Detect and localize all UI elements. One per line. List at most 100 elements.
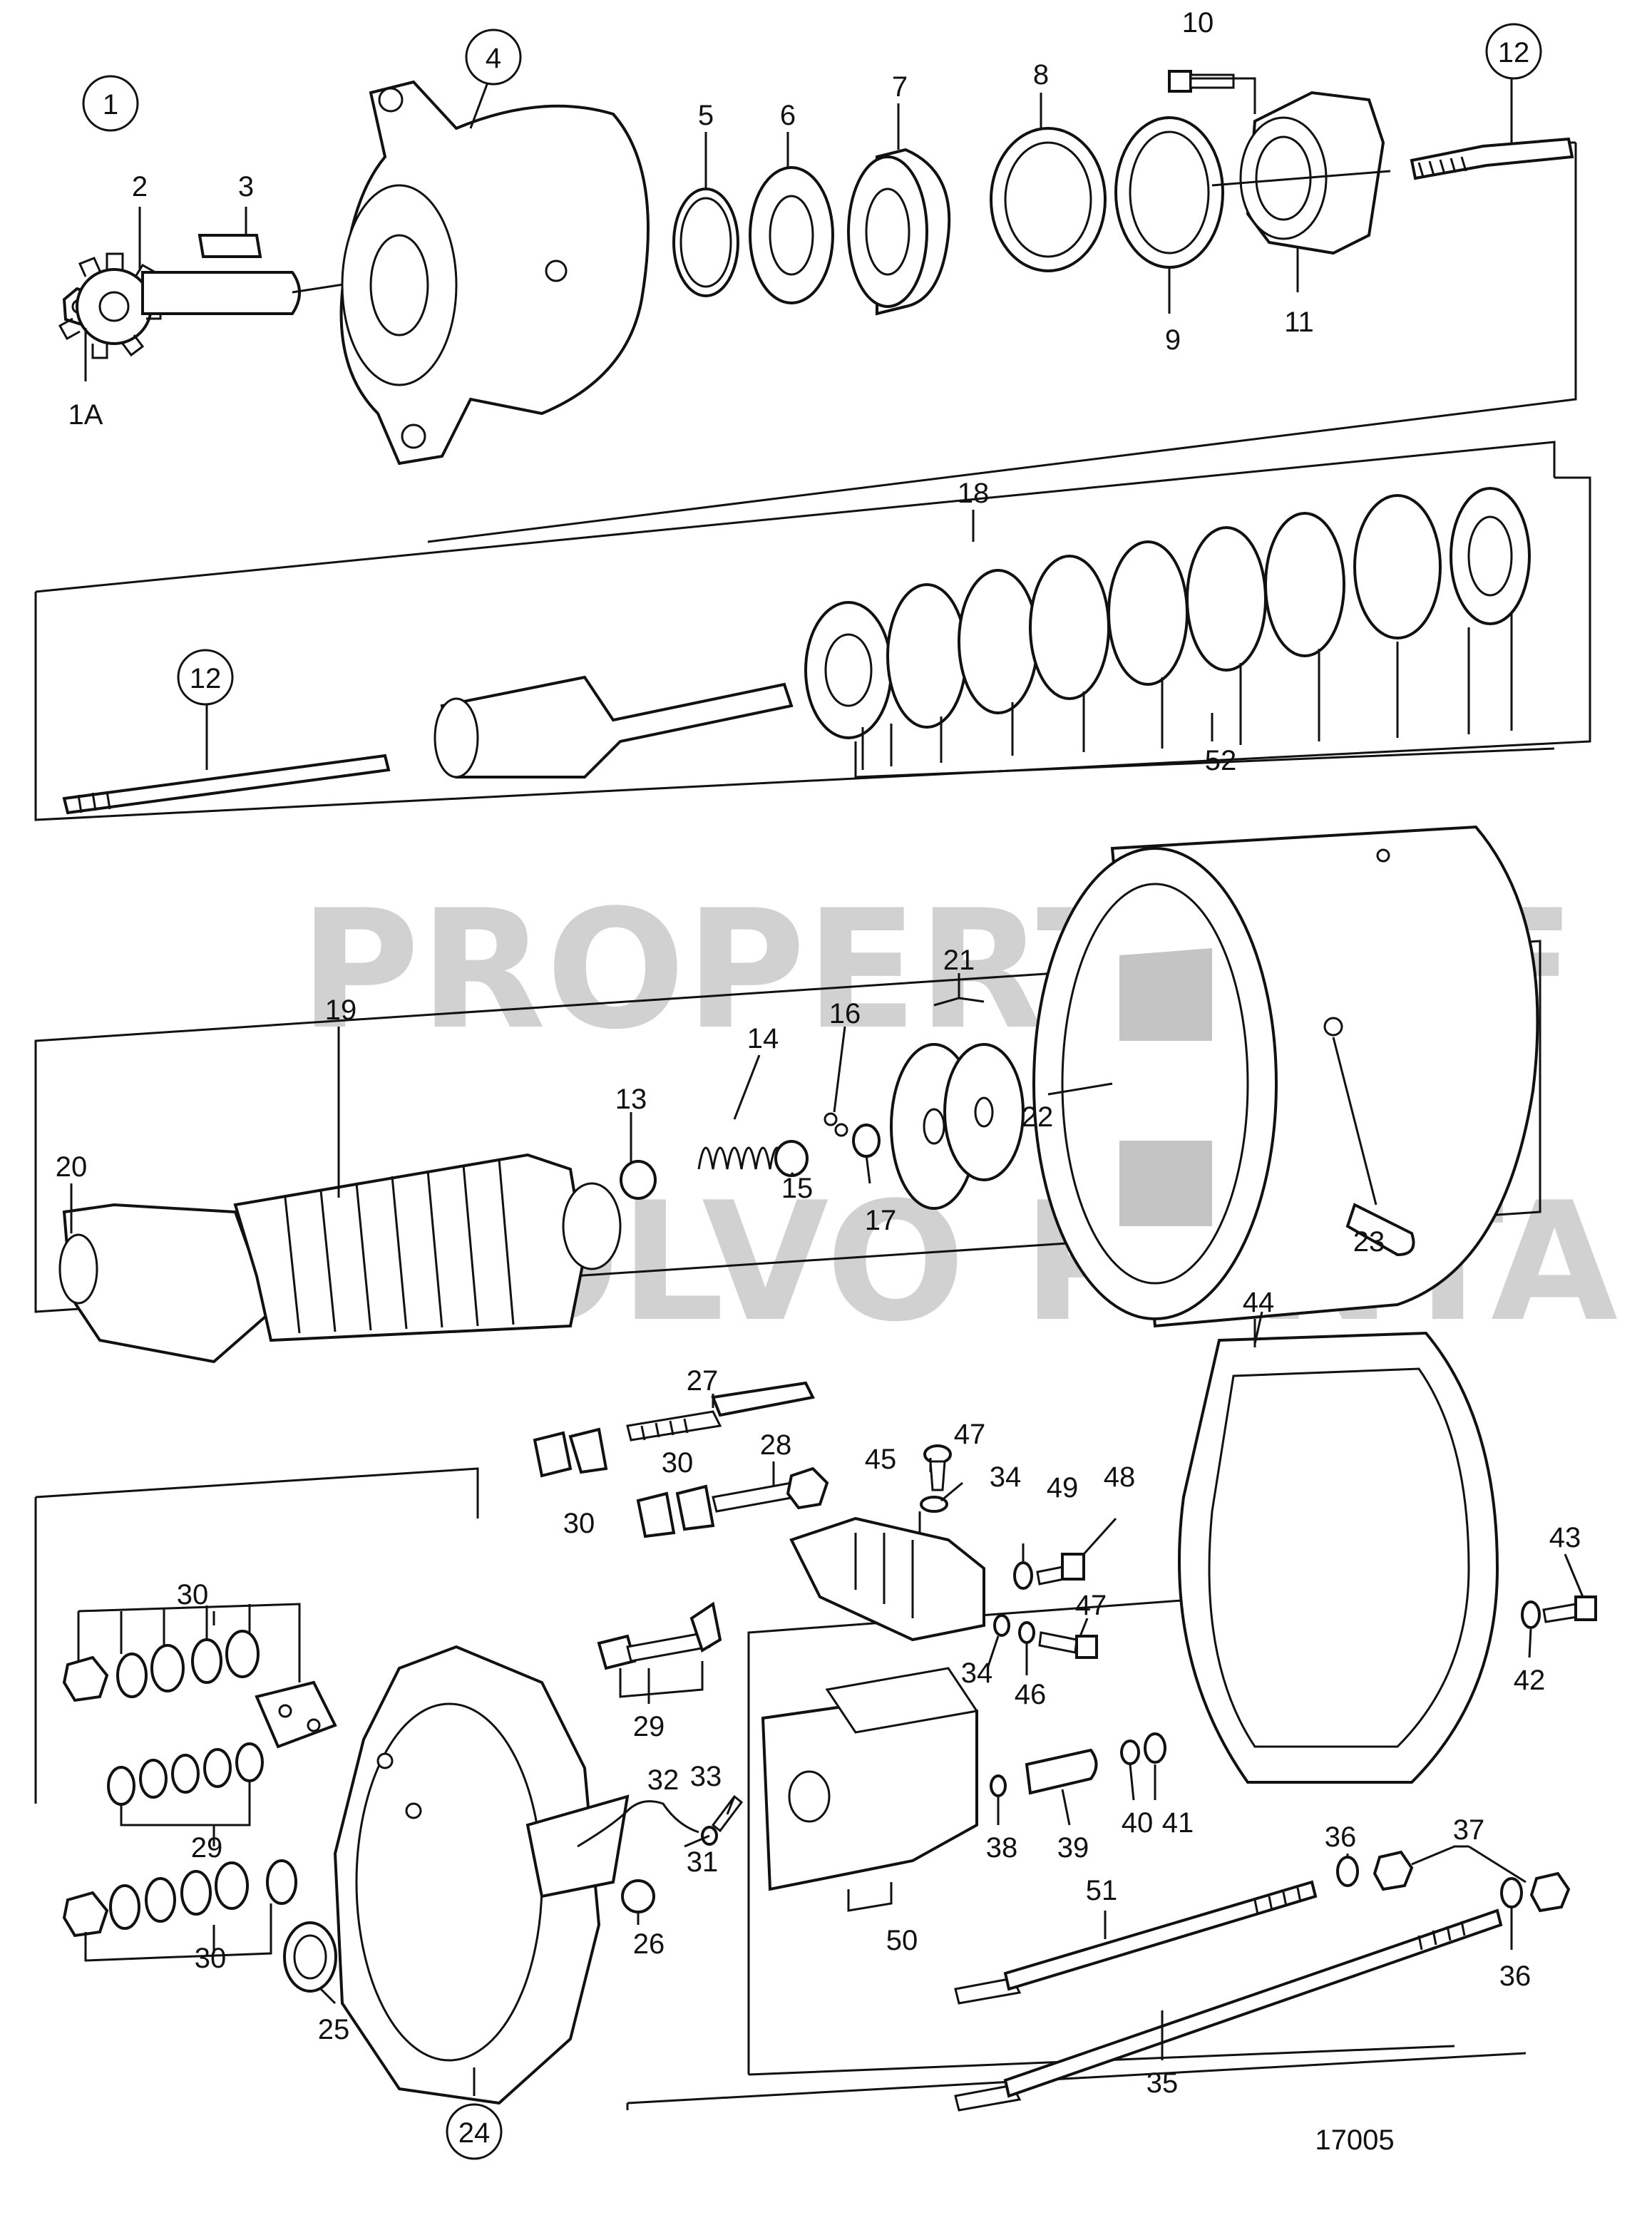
callout-12-lower: 12 xyxy=(177,649,234,706)
callout-6-label: 6 xyxy=(780,100,796,131)
flange-bearing-11 xyxy=(1239,91,1385,255)
callout-5-label: 5 xyxy=(698,100,714,131)
field-housing-22 xyxy=(1032,825,1539,1328)
callout-28-label: 28 xyxy=(760,1429,792,1461)
callout-30-upper-stack-label: 30 xyxy=(177,1579,209,1610)
callout-12-top: 12 xyxy=(1485,23,1542,80)
section-armature xyxy=(34,825,1541,1364)
washer-49 xyxy=(1013,1561,1033,1590)
callout-30-clip-right-label: 30 xyxy=(662,1447,694,1479)
callout-22-label: 22 xyxy=(1022,1101,1054,1133)
screw-47-lower xyxy=(1038,1631,1098,1659)
ring-17 xyxy=(852,1124,881,1158)
washer-41 xyxy=(1144,1732,1166,1764)
callout-35-label: 35 xyxy=(1146,2067,1179,2099)
callout-8-label: 8 xyxy=(1033,59,1049,91)
commutator-20 xyxy=(58,1203,273,1364)
callout-43-label: 43 xyxy=(1549,1522,1581,1553)
callout-41-label: 41 xyxy=(1162,1807,1194,1839)
terminal-plate xyxy=(255,1680,337,1749)
key-3 xyxy=(197,234,262,258)
gear-sleeve xyxy=(433,675,794,778)
nut-washer-stack-30-lower xyxy=(62,1859,297,1938)
callout-42-label: 42 xyxy=(1514,1665,1546,1696)
callout-24: 24 xyxy=(446,2103,503,2160)
washer-46 xyxy=(1018,1621,1035,1644)
callout-30-lower-stack-label: 30 xyxy=(195,1943,227,1974)
callout-4: 4 xyxy=(465,29,522,86)
callout-31-label: 31 xyxy=(687,1846,719,1878)
callout-29-upper-label: 29 xyxy=(633,1711,665,1742)
section-drive-end xyxy=(58,70,1577,543)
insulator-26 xyxy=(621,1879,655,1913)
tie-rod-51 xyxy=(954,1880,1318,2005)
callout-36-upper-label: 36 xyxy=(1325,1821,1357,1853)
relay-45 xyxy=(789,1516,985,1642)
terminal-clips-30 xyxy=(533,1427,715,1538)
callout-51-label: 51 xyxy=(1086,1875,1118,1906)
planetary-gear-stack-18 xyxy=(804,487,1531,739)
callout-39-label: 39 xyxy=(1057,1832,1089,1864)
nut-washer-stack-30-upper xyxy=(62,1630,260,1702)
drive-end-housing-4 xyxy=(339,80,650,466)
callout-44-label: 44 xyxy=(1243,1287,1275,1318)
callout-25-label: 25 xyxy=(318,2014,350,2045)
callout-26-label: 26 xyxy=(633,1928,665,1960)
callout-14-label: 14 xyxy=(747,1023,779,1054)
section-end-frame xyxy=(34,1331,1597,2112)
washer-40 xyxy=(1120,1739,1140,1765)
bolt-28 xyxy=(712,1466,829,1513)
washer-36b xyxy=(1500,1877,1523,1908)
callout-21-label: 21 xyxy=(943,945,975,976)
callout-50-label: 50 xyxy=(886,1925,918,1956)
callout-12-lower-label: 12 xyxy=(190,663,222,694)
callout-47-upper-label: 47 xyxy=(954,1419,986,1450)
screw-48 xyxy=(1036,1553,1085,1586)
callout-34-lower-label: 34 xyxy=(961,1658,993,1689)
callout-52-label: 52 xyxy=(1205,745,1237,776)
callout-48-label: 48 xyxy=(1104,1461,1136,1493)
section-gear-train xyxy=(34,441,1591,821)
washer-42 xyxy=(1521,1600,1541,1629)
drive-shaft-3 xyxy=(141,271,301,315)
callout-49-label: 49 xyxy=(1047,1472,1079,1504)
callout-27-label: 27 xyxy=(687,1365,719,1397)
bolt-29 xyxy=(597,1601,722,1670)
callout-13-label: 13 xyxy=(615,1084,647,1115)
plunger-39 xyxy=(1025,1748,1098,1795)
cover-band-44 xyxy=(1178,1331,1499,1784)
bearing-7 xyxy=(847,148,951,316)
callout-17-label: 17 xyxy=(865,1205,897,1236)
callout-19-label: 19 xyxy=(325,995,357,1026)
callout-15-label: 15 xyxy=(781,1173,814,1204)
shaft-12-top xyxy=(1410,137,1574,180)
callout-38-label: 38 xyxy=(986,1832,1018,1864)
callout-10-label: 10 xyxy=(1182,7,1214,38)
callout-29-lower-label: 29 xyxy=(191,1832,223,1864)
callout-9-label: 9 xyxy=(1165,324,1181,356)
callout-16-label: 16 xyxy=(829,998,861,1029)
callout-11-label: 11 xyxy=(1284,307,1314,338)
callout-1-label: 1 xyxy=(103,89,118,120)
callout-36-lower-label: 36 xyxy=(1499,1961,1532,1992)
callout-32-label: 32 xyxy=(647,1764,679,1796)
bushing-13 xyxy=(620,1160,657,1200)
callout-33-label: 33 xyxy=(690,1761,722,1792)
washer-34-lower xyxy=(993,1614,1010,1637)
callout-45-label: 45 xyxy=(865,1444,897,1475)
nut-37a xyxy=(1373,1850,1414,1891)
end-frame-24 xyxy=(333,1645,601,2105)
tie-rod-35 xyxy=(954,1908,1503,2112)
terminal-bolt-27 xyxy=(626,1381,815,1442)
nut-washer-stack-29 xyxy=(107,1742,264,1806)
solenoid-50 xyxy=(761,1667,979,1891)
washer-36a xyxy=(1336,1856,1359,1887)
callout-7-label: 7 xyxy=(892,71,908,103)
bushing-25 xyxy=(283,1921,337,1993)
nut-37b xyxy=(1529,1871,1571,1913)
callout-1: 1 xyxy=(82,75,139,132)
washer-34-top xyxy=(920,1496,948,1513)
wire-32 xyxy=(577,1800,699,1848)
callout-1a-label: 1A xyxy=(68,399,103,431)
ball-16 xyxy=(824,1112,838,1126)
